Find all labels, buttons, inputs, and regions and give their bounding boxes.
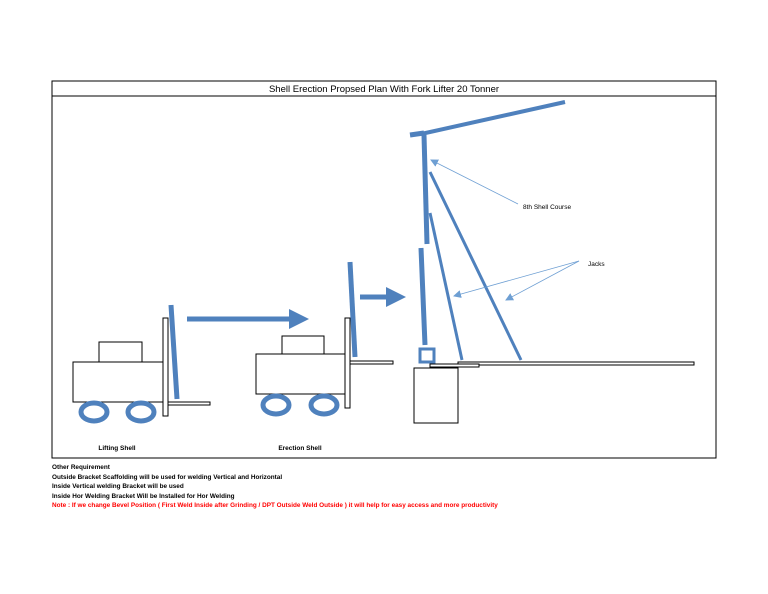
shell-course-lower <box>418 247 428 346</box>
forklift-mast <box>162 317 169 417</box>
notes-warning: Note : If we change Bevel Position ( Fir… <box>52 502 498 510</box>
jack-strut <box>428 212 464 361</box>
tank-floor-plate <box>457 361 695 366</box>
wheel-icon <box>78 400 110 424</box>
notes-item: Inside Hor Welding Bracket Will be Insta… <box>52 492 235 500</box>
forklift-erection <box>255 261 394 417</box>
wheel-icon <box>308 393 340 417</box>
label-jacks: Jacks <box>588 261 605 268</box>
notes-item: Outside Bracket Scaffolding will be used… <box>52 473 283 481</box>
label-lifting-shell: Lifting Shell <box>98 445 135 452</box>
wheel-icon <box>125 400 157 424</box>
notes-item: Inside Vertical welding Bracket will be … <box>52 483 184 491</box>
callout-jack <box>505 260 580 301</box>
forklift-fork <box>167 401 211 406</box>
jack-strut <box>428 171 523 361</box>
base-plate <box>429 363 480 368</box>
label-erection-shell: Erection Shell <box>278 445 322 452</box>
notes-heading: Other Requirement <box>52 464 110 471</box>
forklift-body <box>72 361 165 403</box>
callout-jack <box>453 260 580 298</box>
requirements-notes: Other Requirement Outside Bracket Scaffo… <box>52 463 752 511</box>
forklift-body <box>255 353 348 395</box>
support-block <box>413 367 459 424</box>
shell-plate <box>347 261 358 358</box>
shell-course-upper <box>421 134 430 245</box>
shell-jack-box <box>418 347 436 364</box>
shell-plate <box>168 304 180 400</box>
forklift-lifting <box>72 304 211 424</box>
forklift-mast <box>344 317 351 409</box>
wheel-icon <box>260 393 292 417</box>
diagram-frame <box>51 80 717 459</box>
roof-shell-course <box>420 100 566 136</box>
roof-hook <box>409 130 425 138</box>
callout-8th-shell <box>430 159 519 205</box>
label-8th-shell-course: 8th Shell Course <box>523 204 571 211</box>
forklift-fork <box>349 360 394 365</box>
diagram-title: Shell Erection Propsed Plan With Fork Li… <box>269 84 499 95</box>
tank-erection <box>409 100 695 424</box>
